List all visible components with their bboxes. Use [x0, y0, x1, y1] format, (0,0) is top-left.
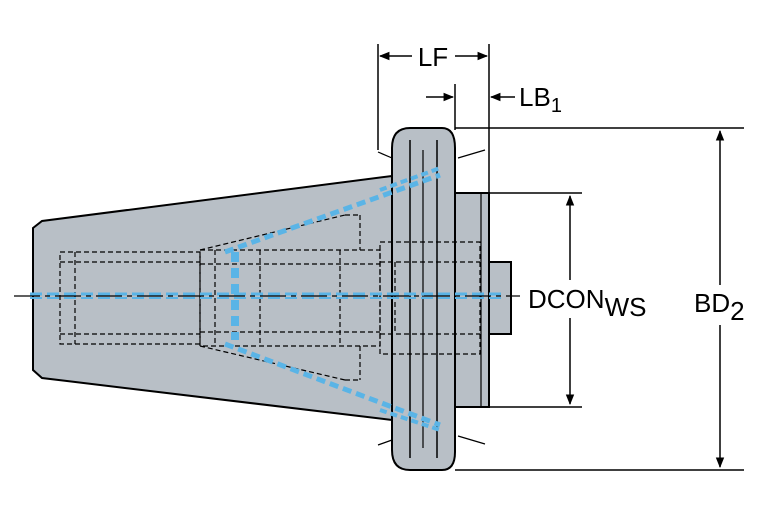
front-cylinder	[454, 192, 490, 408]
dcon-ws-label: DCONWS	[528, 284, 646, 322]
lb1-label: LB1	[519, 82, 562, 117]
coolant-channels	[30, 166, 505, 432]
dimension-lb1: LB1	[426, 82, 562, 130]
bd2-label: BD2	[694, 288, 745, 326]
dimension-dcon-ws: DCONWS	[489, 192, 646, 408]
lf-label: LF	[418, 42, 448, 72]
dimension-bd2: BD2	[455, 127, 745, 471]
flange-ticks	[377, 149, 486, 446]
dimension-lf: LF	[377, 42, 490, 193]
